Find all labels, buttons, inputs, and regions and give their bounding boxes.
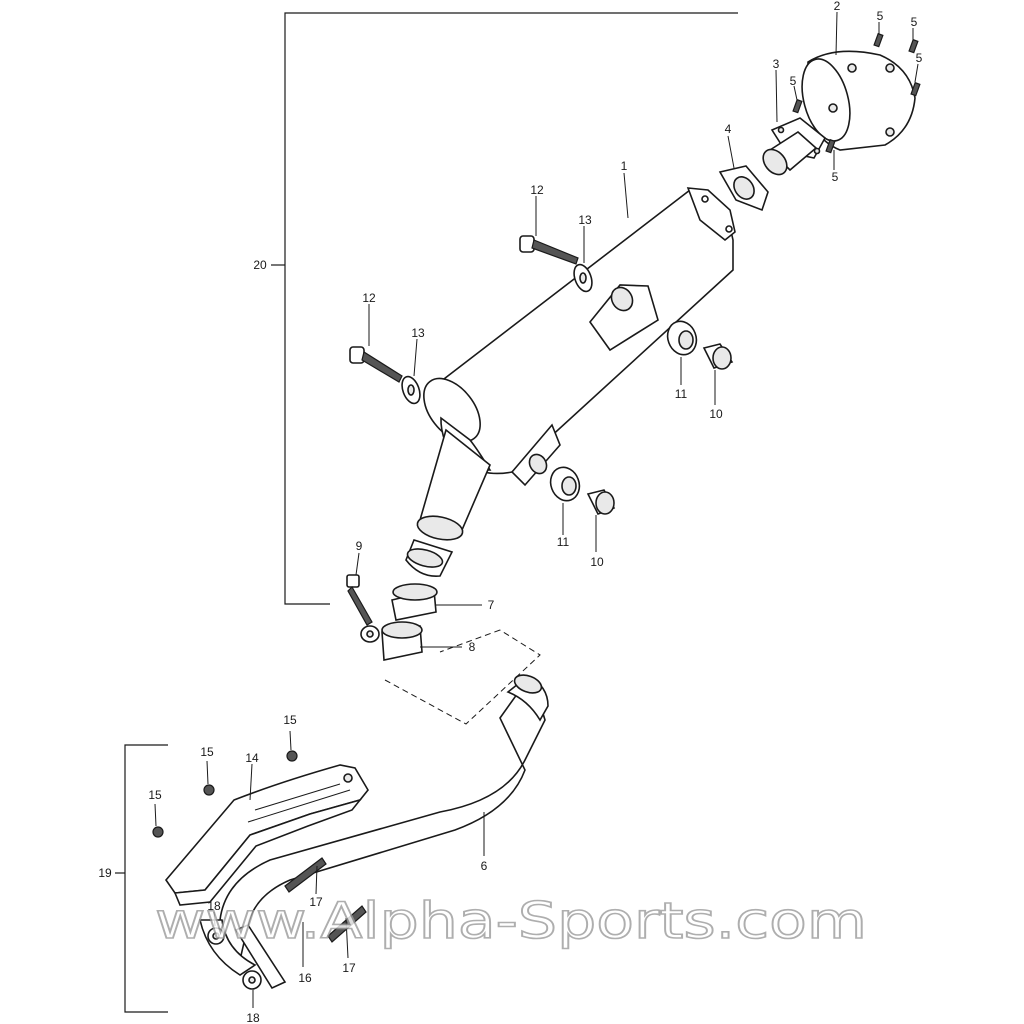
callout-2: 2 [834, 0, 841, 13]
callout-13b: 13 [411, 326, 425, 340]
callout-7: 7 [488, 598, 495, 612]
callout-5e: 5 [832, 170, 839, 184]
callout-15b: 15 [200, 745, 214, 759]
callout-11a: 11 [675, 387, 688, 401]
bolt-9 [346, 574, 373, 626]
bolts-12 [349, 235, 579, 383]
callout-12b: 12 [362, 291, 376, 305]
callout-4: 4 [725, 122, 732, 136]
callout-17a: 17 [309, 895, 323, 909]
callout-5d: 5 [790, 74, 797, 88]
callout-11b: 11 [557, 535, 570, 549]
sleeve-7 [391, 583, 438, 621]
callout-5a: 5 [877, 9, 884, 23]
watermark-text: www.Alpha-Sports.com [155, 892, 867, 950]
callouts: 1 2 3 4 5 5 5 5 5 12 13 20 12 13 11 10 1… [98, 0, 922, 1024]
callout-5c: 5 [916, 51, 923, 65]
group-bracket-19 [115, 744, 168, 1013]
leader-lines [154, 11, 919, 1008]
gasket [718, 165, 769, 212]
heat-shield [164, 764, 369, 906]
nuts-18 [207, 927, 262, 990]
callout-18a: 18 [207, 899, 221, 913]
muffler-body [405, 187, 736, 577]
studs-17 [284, 857, 367, 943]
screws-15 [152, 750, 298, 838]
screws-5 [792, 32, 921, 154]
callout-5b: 5 [911, 15, 918, 29]
callout-10b: 10 [590, 555, 604, 569]
group-bracket-20 [271, 12, 738, 605]
callout-14: 14 [245, 751, 259, 765]
callout-1: 1 [621, 159, 628, 173]
callout-20: 20 [253, 258, 267, 272]
callout-18b: 18 [246, 1011, 260, 1024]
callout-6: 6 [481, 859, 488, 873]
callout-13a: 13 [578, 213, 592, 227]
tail-pipe [762, 117, 827, 176]
grommets-11 [549, 320, 698, 502]
callout-15c: 15 [148, 788, 162, 802]
callout-3: 3 [773, 57, 780, 71]
callout-12a: 12 [530, 183, 544, 197]
callout-10a: 10 [709, 407, 723, 421]
collars-10 [586, 343, 734, 516]
washers-13 [401, 263, 593, 405]
callout-16: 16 [298, 971, 312, 985]
callout-15a: 15 [283, 713, 297, 727]
callout-17b: 17 [342, 961, 356, 975]
callout-19: 19 [98, 866, 112, 880]
clamp-8 [360, 621, 423, 661]
callout-9: 9 [356, 539, 363, 553]
flange-16 [234, 924, 287, 990]
callout-8: 8 [469, 640, 476, 654]
assembly-dashed-line [384, 629, 541, 725]
